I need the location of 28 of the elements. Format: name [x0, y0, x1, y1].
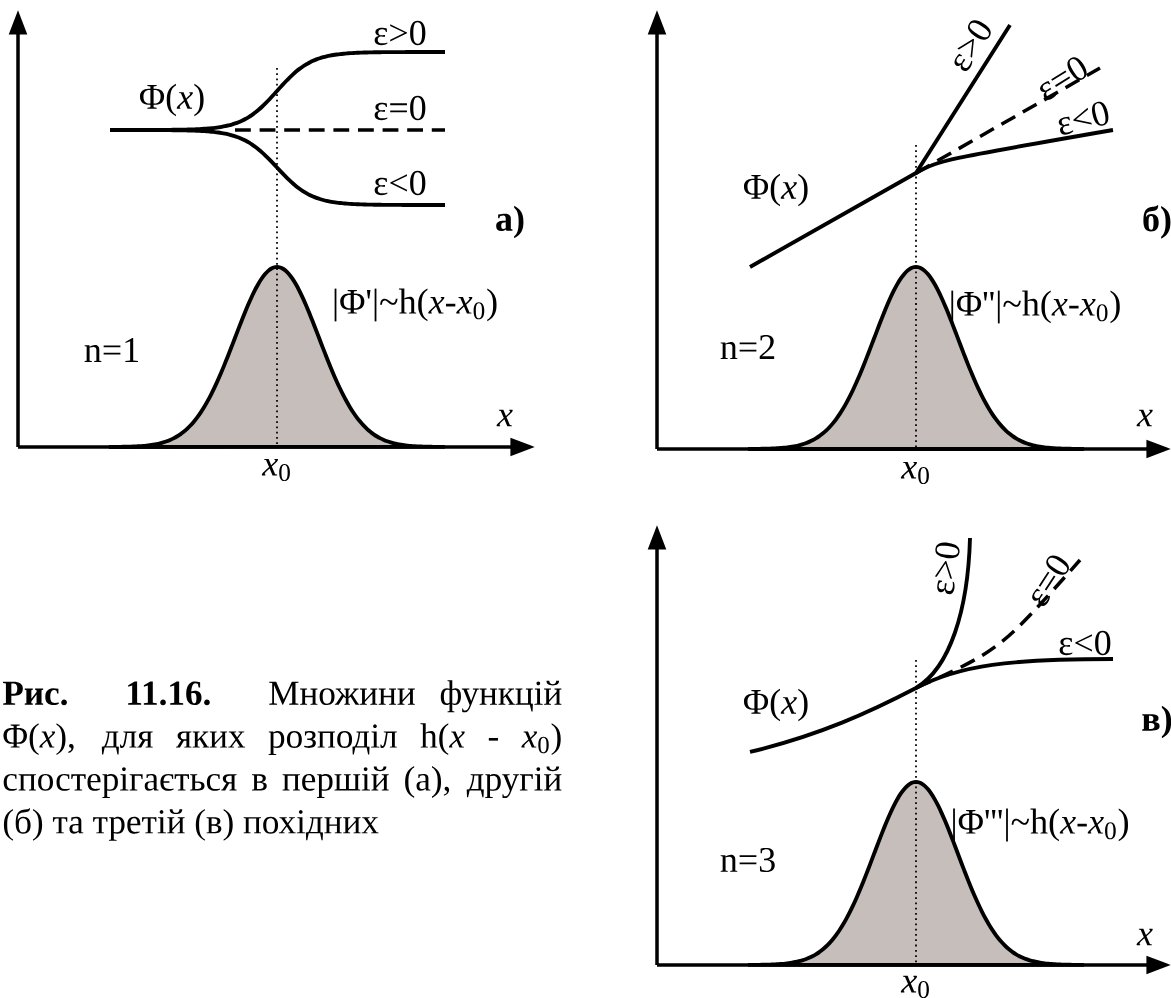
- panel-label: а): [496, 205, 524, 239]
- parameter-label: n=1: [84, 338, 138, 362]
- tick-label: x$_{0}$: [900, 975, 929, 998]
- curve-label: ε=0: [1040, 57, 1087, 100]
- formula-label: |Φ''|~h(x-x$_{0}$): [951, 290, 1120, 324]
- curve-label: ε=0: [1032, 555, 1070, 606]
- panel-label: в): [1142, 705, 1171, 739]
- curve-label: ε>0: [934, 542, 960, 595]
- curve-label: Φ(x): [743, 688, 808, 722]
- axis-label: x: [496, 409, 513, 427]
- formula-label: |Φ'|~h(x-x$_{0}$): [334, 288, 497, 322]
- caption: Рис. 11.16. Множини функцій Φ(x), для яких розподіл h(x - x$_{0}$) спостерігається в першій (а), другій (б) та третій (в) похідних: [2, 680, 562, 841]
- curve-label: ε<0: [374, 170, 426, 196]
- curve-label: ε>0: [374, 20, 426, 46]
- tick-label: x$_{0}$: [261, 458, 290, 482]
- axis-label: x: [1136, 928, 1153, 946]
- panel-label: б): [1143, 205, 1171, 239]
- parameter-label: n=2: [720, 335, 775, 359]
- axis-label: x: [1136, 409, 1153, 427]
- curve-label: Φ(x): [139, 83, 204, 117]
- formula-label: |Φ'''|~h(x-x$_{0}$): [953, 808, 1128, 842]
- curve-label: ε>0: [954, 20, 991, 72]
- curve-label: ε<0: [1059, 630, 1111, 656]
- curve-label: ε=0: [374, 95, 426, 121]
- curve-label: ε<0: [1058, 101, 1109, 135]
- curve-label: Φ(x): [743, 173, 808, 207]
- tick-label: x$_{0}$: [900, 461, 929, 485]
- parameter-label: n=3: [720, 847, 775, 873]
